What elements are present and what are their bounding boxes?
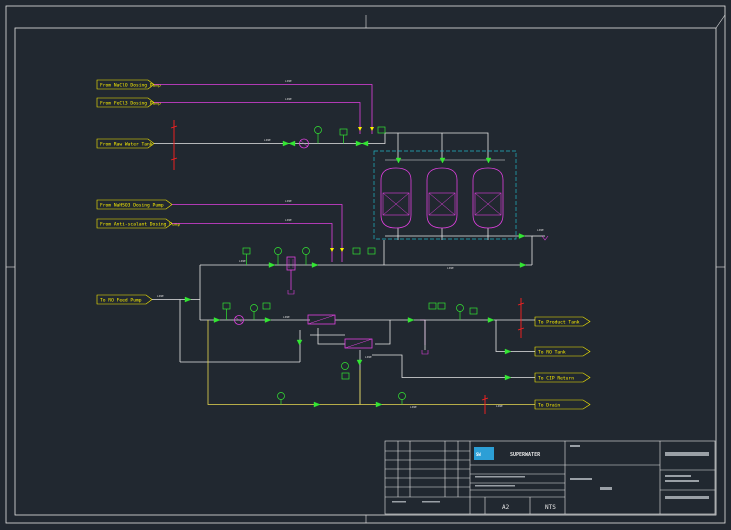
svg-text:LINE: LINE	[285, 199, 292, 203]
svg-text:LINE: LINE	[496, 404, 503, 408]
svg-text:LINE: LINE	[264, 138, 271, 142]
filter-skid-boundary	[373, 150, 517, 240]
svg-text:To RO Feed Pump: To RO Feed Pump	[100, 298, 142, 304]
filter-vessel-1	[380, 167, 412, 229]
svg-text:LINE: LINE	[447, 266, 454, 270]
title-block	[384, 440, 716, 515]
line-tags: LINE LINE LINE LINE LINE LINE LINE LINE …	[157, 79, 544, 409]
label-drain: To Drain	[534, 399, 591, 410]
label-raw-water: From Raw Water Tank	[96, 138, 155, 149]
svg-text:LINE: LINE	[365, 355, 372, 359]
svg-text:SW: SW	[476, 452, 481, 457]
ro-membrane-1	[307, 314, 336, 325]
svg-text:From NaClO Dosing Pump: From NaClO Dosing Pump	[100, 83, 161, 89]
break-marks	[170, 120, 525, 414]
frame-ticks	[6, 14, 726, 523]
label-ro-tank: To RO Tank	[534, 346, 591, 357]
svg-text:To RO Tank: To RO Tank	[538, 350, 566, 356]
title-block-hatch	[392, 445, 709, 503]
svg-text:From Anti-scalant Dosing Pump: From Anti-scalant Dosing Pump	[100, 222, 180, 228]
svg-text:LINE: LINE	[283, 315, 290, 319]
drawing-scale: NTS	[545, 504, 556, 511]
chemical-injection-points	[330, 127, 374, 252]
hp-pump	[234, 315, 244, 325]
label-fecl3: From FeCl3 Dosing Pump	[96, 97, 161, 108]
svg-text:LINE: LINE	[285, 218, 292, 222]
svg-text:LINE: LINE	[285, 79, 292, 83]
svg-text:To Drain: To Drain	[538, 403, 560, 409]
svg-text:LINE: LINE	[157, 294, 164, 298]
valves	[184, 140, 527, 408]
sheet-size: A2	[502, 504, 510, 511]
outer-frame	[5, 5, 726, 524]
svg-text:From Raw Water Tank: From Raw Water Tank	[100, 142, 153, 148]
svg-text:LINE: LINE	[537, 228, 544, 232]
svg-text:LINE: LINE	[410, 405, 417, 409]
label-naclo: From NaClO Dosing Pump	[96, 79, 161, 90]
label-antiscalant: From Anti-scalant Dosing Pump	[96, 218, 180, 229]
company-name: SUPERWATER	[510, 452, 541, 458]
label-nahso3: From NaHSO3 Dosing Pump	[96, 199, 173, 210]
ro-membrane-2	[344, 338, 373, 349]
company-logo: SW	[474, 447, 494, 460]
label-ro-feed: To RO Feed Pump	[96, 294, 153, 305]
inner-frame	[14, 27, 717, 516]
drain-line	[207, 320, 535, 405]
cartridge-filter	[286, 256, 296, 271]
filter-vessel-2	[426, 167, 458, 229]
label-cip-return: To CIP Return	[534, 372, 591, 383]
drain-funnels	[287, 235, 549, 355]
svg-text:LINE: LINE	[285, 97, 292, 101]
process-lines	[152, 132, 545, 404]
label-product: To Product Tank	[534, 316, 591, 327]
filter-vessel-3	[472, 167, 504, 229]
svg-text:From NaHSO3 Dosing Pump: From NaHSO3 Dosing Pump	[100, 203, 164, 209]
instruments	[222, 126, 478, 405]
svg-text:LINE: LINE	[239, 259, 246, 263]
raw-water-pump	[299, 138, 309, 149]
svg-text:To CIP Return: To CIP Return	[538, 376, 574, 382]
svg-text:To Product Tank: To Product Tank	[538, 320, 580, 326]
svg-text:From FeCl3 Dosing Pump: From FeCl3 Dosing Pump	[100, 101, 161, 107]
